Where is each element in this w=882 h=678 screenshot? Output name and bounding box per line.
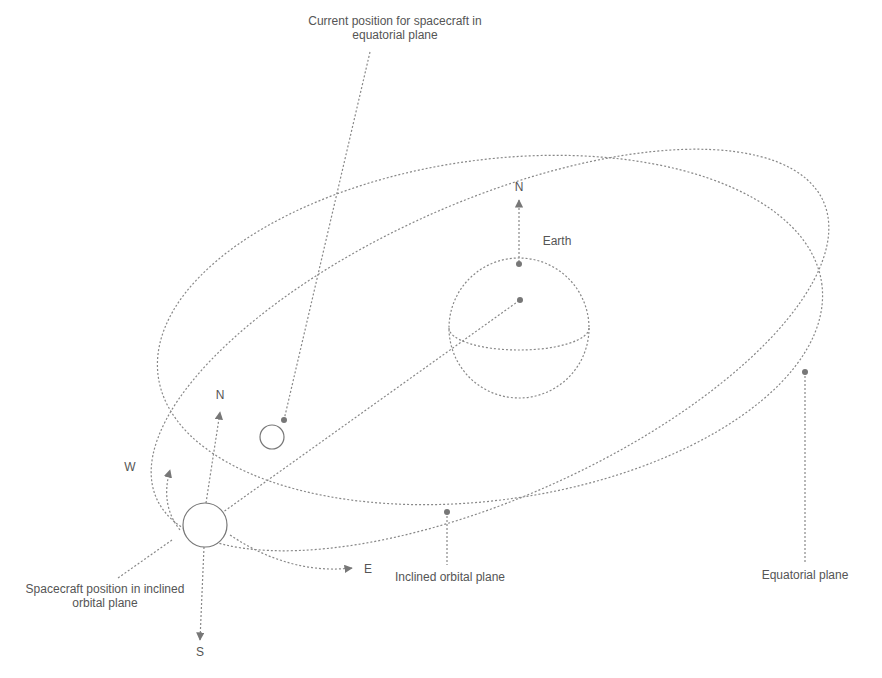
direction-label: N: [509, 180, 529, 194]
direction-label: S: [190, 645, 210, 659]
north-arrow: [518, 200, 519, 262]
equatorial-orbit: [135, 115, 846, 545]
dot: [444, 509, 450, 515]
leader-line: [804, 372, 805, 562]
earth-center-dot: [517, 297, 523, 303]
earth-equator: [449, 328, 589, 350]
spacecraft-equatorial: [260, 425, 284, 449]
spacecraft-inclined: [183, 503, 227, 547]
leader-line: [446, 512, 447, 565]
dot: [281, 417, 287, 423]
west-arrow: [167, 470, 180, 530]
direction-label: E: [356, 562, 380, 576]
callout-text: Equatorial plane: [740, 568, 870, 582]
callout-text: Inclined orbital plane: [380, 570, 520, 584]
dot: [802, 369, 808, 375]
inclined-orbit: [96, 66, 882, 633]
leader-line: [284, 52, 370, 420]
south-arrow: [200, 547, 204, 640]
radius-line: [205, 300, 520, 525]
direction-label: W: [118, 460, 142, 474]
callout-text: Current position for spacecraft in equat…: [300, 14, 490, 42]
callout-text: Spacecraft position in inclined orbital …: [20, 582, 190, 610]
north-arrow: [206, 412, 220, 503]
earth-label: Earth: [532, 234, 582, 248]
earth-circle: [449, 258, 589, 398]
east-arrow: [230, 535, 352, 569]
leader-line: [118, 540, 172, 578]
dot: [516, 261, 522, 267]
direction-label: N: [210, 388, 230, 402]
